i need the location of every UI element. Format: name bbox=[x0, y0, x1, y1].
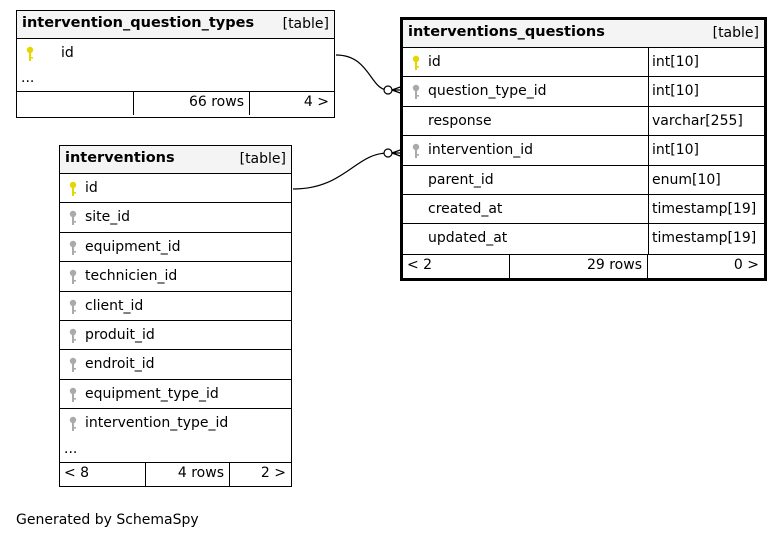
column-name: parent_id bbox=[428, 171, 494, 188]
footer-row-count: 4 rows bbox=[146, 462, 230, 486]
table-name: intervention_question_types bbox=[22, 15, 255, 31]
column-name: client_id bbox=[85, 297, 144, 314]
column-row[interactable]: endroit_id bbox=[60, 350, 291, 380]
column-row[interactable]: id bbox=[17, 39, 334, 68]
footer-parents-link[interactable]: < 8 bbox=[60, 462, 146, 486]
footer-parents-link[interactable] bbox=[17, 92, 134, 116]
table-name: interventions_questions bbox=[408, 24, 605, 40]
column-row[interactable]: client_id bbox=[60, 292, 291, 321]
column-name: id bbox=[428, 54, 441, 70]
foreign-key-icon bbox=[69, 328, 77, 344]
column-name: created_at bbox=[428, 200, 503, 217]
foreign-key-icon bbox=[69, 387, 77, 403]
column-row[interactable]: produit_id bbox=[60, 321, 291, 351]
foreign-key-icon bbox=[69, 240, 77, 256]
relation-optional-marker bbox=[383, 148, 393, 158]
table-footer: < 8 4 rows 2 > bbox=[60, 462, 291, 486]
foreign-key-icon bbox=[69, 357, 77, 373]
column-name: equipment_type_id bbox=[85, 385, 219, 402]
relation-line-question-type bbox=[335, 54, 389, 91]
column-name: equipment_id bbox=[85, 238, 181, 255]
table-interventions-questions[interactable]: interventions_questions [table] id int[10… bbox=[400, 17, 767, 281]
column-type: enum[10] bbox=[648, 165, 764, 194]
table-interventions[interactable]: interventions [table] id site_id equipment… bbox=[59, 145, 292, 487]
column-row[interactable]: id bbox=[60, 174, 291, 204]
column-name: id bbox=[61, 45, 74, 61]
column-row[interactable]: id int[10] bbox=[403, 48, 764, 78]
foreign-key-icon bbox=[412, 143, 420, 159]
table-kind: [table] bbox=[712, 25, 759, 41]
column-name: intervention_type_id bbox=[85, 415, 229, 432]
column-row[interactable]: created_at timestamp[19] bbox=[403, 194, 764, 225]
column-type: int[10] bbox=[648, 136, 764, 165]
more-columns: ... bbox=[60, 439, 291, 463]
column-type: timestamp[19] bbox=[648, 194, 764, 224]
table-footer: < 2 29 rows 0 > bbox=[403, 253, 764, 278]
column-name: intervention_id bbox=[428, 142, 533, 159]
table-intervention-question-types[interactable]: intervention_question_types [table] id .… bbox=[16, 10, 335, 118]
column-name: response bbox=[428, 112, 492, 129]
more-columns: ... bbox=[17, 68, 334, 93]
table-kind: [table] bbox=[239, 151, 286, 167]
column-name: site_id bbox=[85, 209, 131, 226]
footer-children-link[interactable]: 2 > bbox=[260, 464, 286, 481]
footer-row-count: 66 rows bbox=[134, 92, 250, 116]
column-type: varchar[255] bbox=[648, 106, 764, 136]
table-header: interventions [table] bbox=[60, 146, 291, 174]
column-type: int[10] bbox=[648, 77, 764, 106]
primary-key-icon bbox=[69, 181, 77, 197]
column-name: endroit_id bbox=[85, 356, 155, 373]
table-kind: [table] bbox=[282, 16, 329, 32]
foreign-key-icon bbox=[69, 416, 77, 432]
primary-key-icon bbox=[412, 55, 420, 71]
relation-optional-marker bbox=[383, 85, 393, 95]
primary-key-icon bbox=[26, 46, 34, 62]
column-row[interactable]: technicien_id bbox=[60, 262, 291, 292]
column-row[interactable]: updated_at timestamp[19] bbox=[403, 224, 764, 254]
generated-by-label: Generated by SchemaSpy bbox=[16, 512, 199, 528]
table-footer: 66 rows 4 > bbox=[17, 92, 334, 116]
column-row[interactable]: equipment_id bbox=[60, 233, 291, 263]
foreign-key-icon bbox=[69, 299, 77, 315]
column-row[interactable]: equipment_type_id bbox=[60, 380, 291, 410]
column-row[interactable]: intervention_id int[10] bbox=[403, 136, 764, 166]
column-row[interactable]: intervention_type_id bbox=[60, 409, 291, 438]
column-row[interactable]: response varchar[255] bbox=[403, 106, 764, 137]
footer-children-link[interactable]: 0 > bbox=[733, 256, 759, 273]
foreign-key-icon bbox=[412, 84, 420, 100]
footer-row-count: 29 rows bbox=[510, 254, 648, 278]
relation-line-intervention bbox=[292, 152, 389, 190]
footer-children-link[interactable]: 4 > bbox=[303, 94, 329, 111]
column-list: id bbox=[17, 39, 334, 68]
column-row[interactable]: parent_id enum[10] bbox=[403, 165, 764, 195]
column-name: id bbox=[85, 180, 98, 196]
column-name: question_type_id bbox=[428, 83, 547, 100]
table-header: intervention_question_types [table] bbox=[17, 11, 334, 39]
footer-parents-link[interactable]: < 2 bbox=[403, 254, 510, 278]
column-type: int[10] bbox=[648, 48, 764, 77]
column-name: technicien_id bbox=[85, 268, 178, 285]
column-row[interactable]: question_type_id int[10] bbox=[403, 77, 764, 107]
column-name: produit_id bbox=[85, 326, 155, 343]
column-row[interactable]: site_id bbox=[60, 203, 291, 233]
foreign-key-icon bbox=[69, 210, 77, 226]
column-name: updated_at bbox=[428, 230, 508, 247]
column-type: timestamp[19] bbox=[648, 224, 764, 254]
table-header: interventions_questions [table] bbox=[403, 20, 764, 48]
foreign-key-icon bbox=[69, 269, 77, 285]
table-name: interventions bbox=[65, 150, 175, 166]
